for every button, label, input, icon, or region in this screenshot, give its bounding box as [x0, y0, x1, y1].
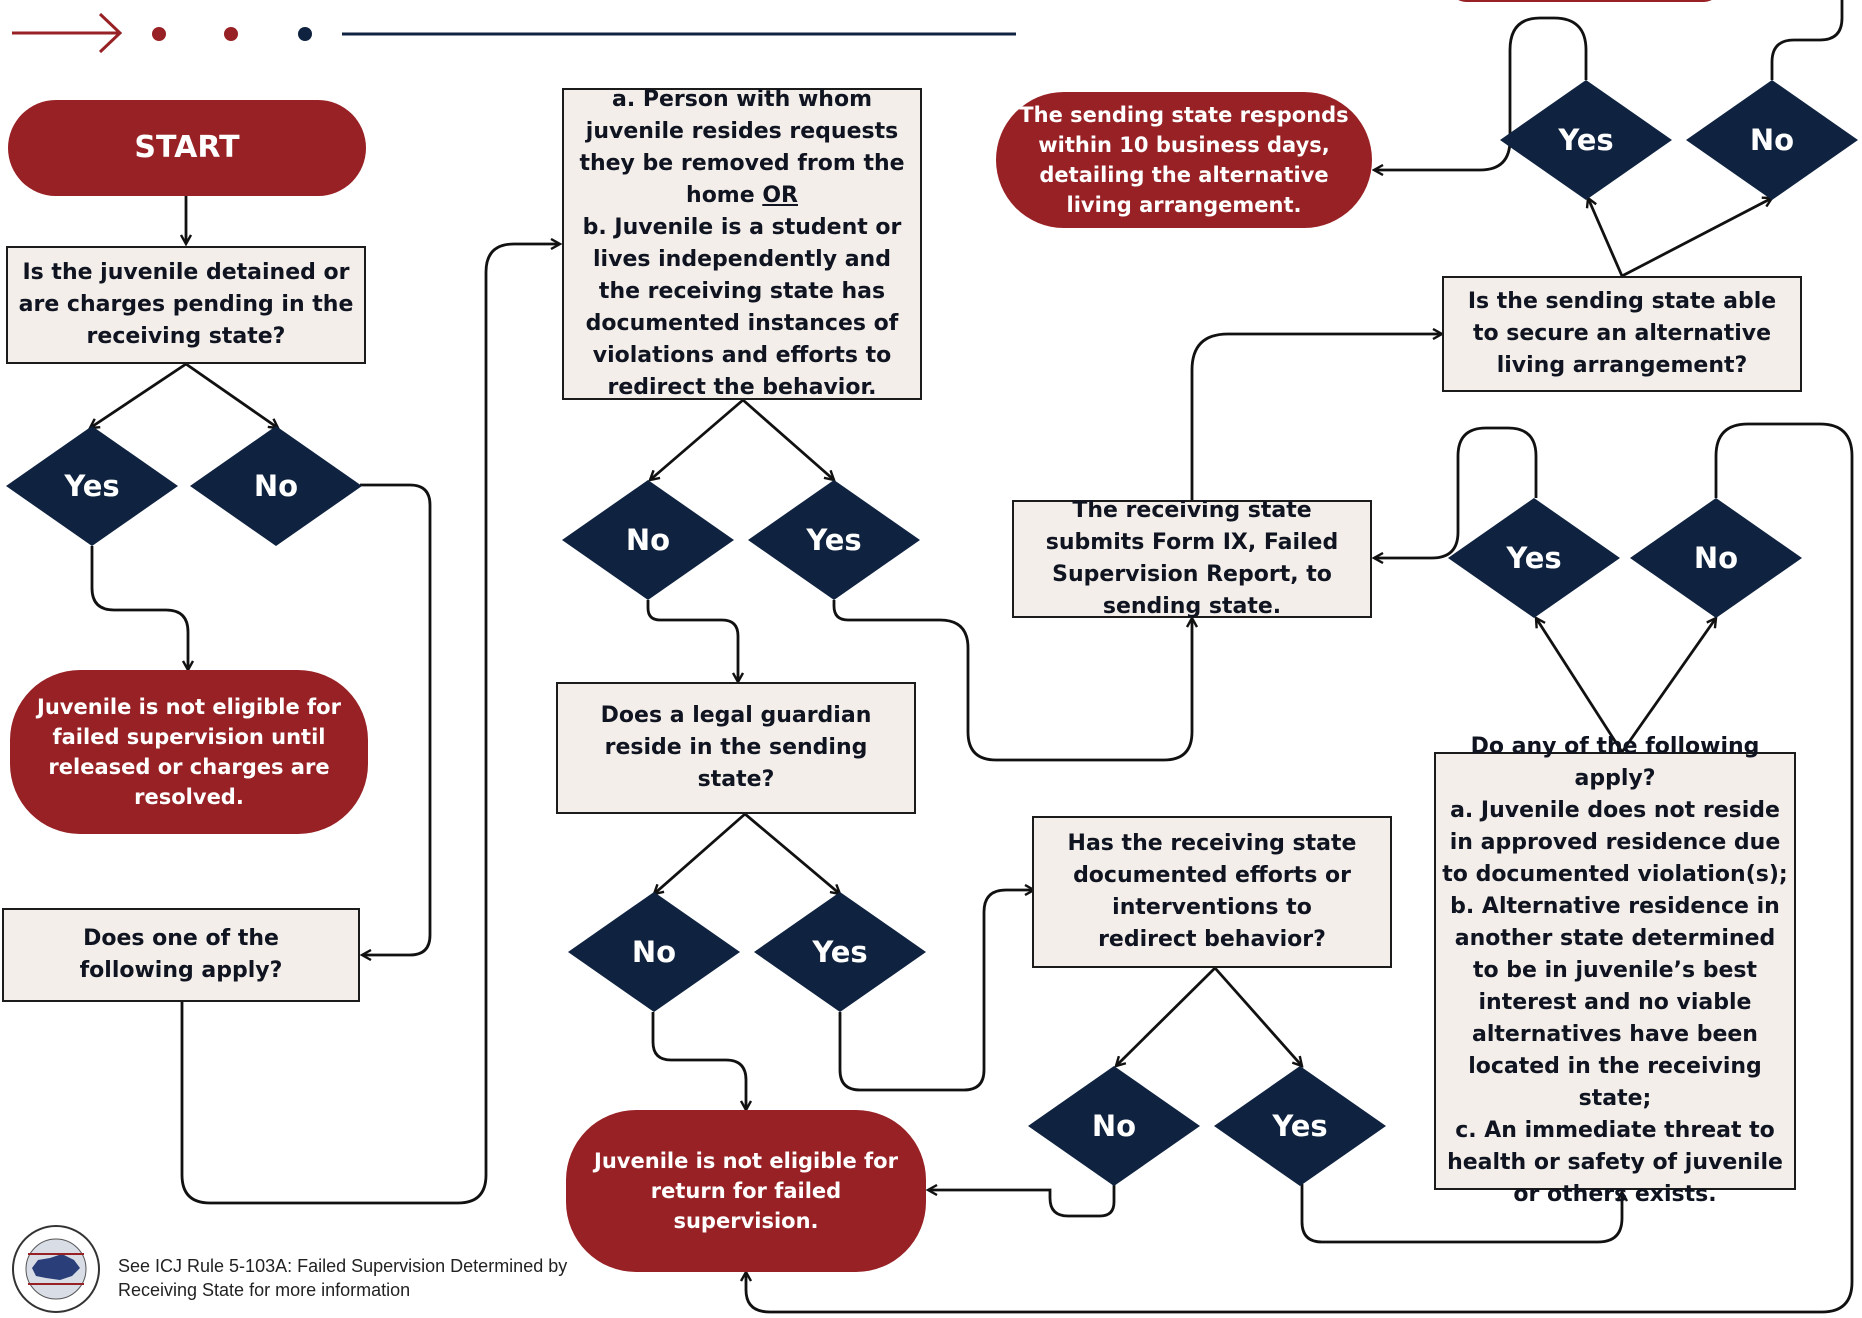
criteria-b-text: b. Juvenile is a student or lives indepe… — [582, 215, 902, 400]
connector — [1770, 0, 1844, 80]
form-ix-node: The receiving state submits Form IX, Fai… — [1012, 498, 1372, 619]
connector — [90, 546, 188, 670]
connector — [646, 600, 738, 682]
icj-seal-logo — [8, 1224, 104, 1314]
decision-detained-no: No — [188, 424, 364, 548]
not-eligible-charges-node: Juvenile is not eligible for failed supe… — [10, 670, 368, 834]
decision-any-apply-no: No — [1628, 496, 1804, 620]
question-any-apply: Do any of the following apply? a. Juveni… — [1434, 734, 1796, 1207]
not-eligible-return-node: Juvenile is not eligible for return for … — [566, 1110, 926, 1272]
connector — [1213, 967, 1302, 1066]
connector — [838, 890, 1034, 1092]
connector — [90, 362, 187, 428]
connector — [1588, 198, 1624, 277]
connector — [180, 244, 560, 1205]
connector — [650, 398, 744, 480]
connector — [1536, 618, 1624, 753]
connector — [1374, 426, 1538, 558]
decision-alternative-no: No — [1684, 78, 1860, 202]
decision-guardian-yes: Yes — [752, 890, 928, 1014]
connector — [654, 812, 746, 894]
connector — [651, 1012, 746, 1110]
decision-guardian-no: No — [566, 890, 742, 1014]
question-following: Does one of the following apply? — [2, 908, 360, 1002]
decision-documented-yes: Yes — [1212, 1064, 1388, 1188]
connector — [746, 422, 1854, 1314]
decision-criteria-yes: Yes — [746, 478, 922, 602]
decision-documented-no: No — [1026, 1064, 1202, 1188]
decision-any-apply-yes: Yes — [1446, 496, 1622, 620]
connector — [1190, 334, 1442, 500]
connector — [1374, 16, 1588, 170]
rule-reference-note: See ICJ Rule 5-103A: Failed Supervision … — [118, 1256, 568, 1300]
connector — [832, 600, 1192, 762]
connector — [185, 362, 278, 428]
decision-criteria-no: No — [560, 478, 736, 602]
connector — [1620, 618, 1716, 753]
connector — [744, 812, 840, 894]
decision-alternative-yes: Yes — [1498, 78, 1674, 202]
start-node: START — [8, 100, 366, 196]
decision-detained-yes: Yes — [4, 424, 180, 548]
connector — [1116, 967, 1216, 1066]
header-decoration — [12, 0, 1712, 54]
criteria-a-text: a. Person with whom juvenile resides req… — [579, 87, 905, 208]
question-guardian: Does a legal guardian reside in the send… — [556, 682, 916, 814]
connector — [928, 1184, 1116, 1218]
connector — [742, 398, 834, 480]
connector — [360, 483, 432, 955]
connector — [1300, 1184, 1622, 1244]
question-documented: Has the receiving state documented effor… — [1032, 816, 1392, 968]
criteria-or-text: OR — [762, 183, 798, 208]
sending-state-responds-node: The sending state responds within 10 bus… — [996, 92, 1372, 228]
question-detained: Is the juvenile detained or are charges … — [6, 246, 366, 364]
connector — [1621, 198, 1772, 278]
criteria-box: a. Person with whom juvenile resides req… — [562, 87, 922, 400]
question-alternative-arrangement: Is the sending state able to secure an a… — [1442, 276, 1802, 392]
